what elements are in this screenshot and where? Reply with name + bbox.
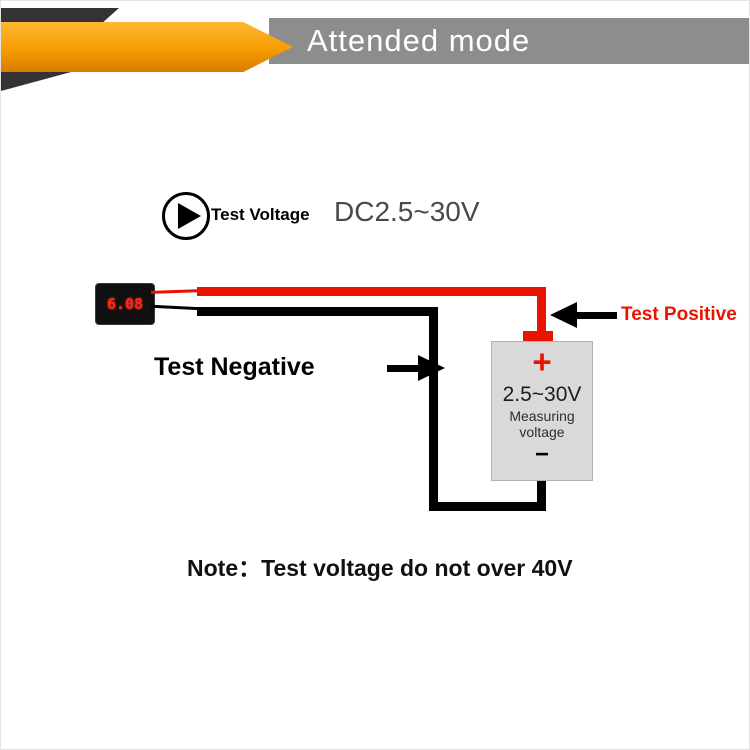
battery-plus-symbol: + [532, 343, 552, 380]
voltmeter: 6.08 [95, 283, 155, 325]
battery-minus-symbol: − [534, 441, 549, 469]
negative-wire-horizontal-top [197, 307, 438, 316]
play-triangle-icon [178, 203, 201, 229]
test-negative-arrow-icon [418, 355, 445, 381]
negative-wire-horizontal-bottom [429, 502, 546, 511]
note-prefix: Note： [187, 555, 262, 581]
battery: + 2.5~30V Measuring voltage − [491, 341, 593, 481]
battery-voltage-range: 2.5~30V [502, 383, 582, 406]
banner-title: Attended mode [307, 23, 531, 58]
test-positive-arrow-shaft [577, 312, 617, 319]
test-positive-arrow-icon [550, 302, 577, 328]
play-circle-icon [162, 192, 210, 240]
positive-wire-vertical [537, 287, 546, 337]
positive-wire-horizontal [197, 287, 546, 296]
meter-positive-lead-wire [150, 289, 202, 294]
voltmeter-reading: 6.08 [106, 295, 144, 313]
test-voltage-label: Test Voltage [211, 205, 310, 224]
note-line: Note：Test voltage do not over 40V [187, 549, 573, 583]
negative-wire-to-battery [537, 478, 546, 511]
banner-bar: Attended mode [269, 18, 749, 64]
test-positive-label: Test Positive [621, 304, 737, 325]
banner-ribbon-arrow-icon [1, 22, 293, 72]
battery-label-line1: Measuring [509, 408, 575, 424]
note-text: Test voltage do not over 40V [261, 555, 573, 581]
test-negative-label: Test Negative [154, 353, 315, 381]
battery-label-line2: voltage [519, 424, 565, 441]
test-voltage-value: DC2.5~30V [334, 196, 480, 227]
negative-wire-vertical [429, 307, 438, 511]
test-negative-arrow-shaft [387, 365, 418, 372]
meter-negative-lead-wire [150, 304, 202, 311]
battery-positive-terminal [523, 331, 553, 343]
